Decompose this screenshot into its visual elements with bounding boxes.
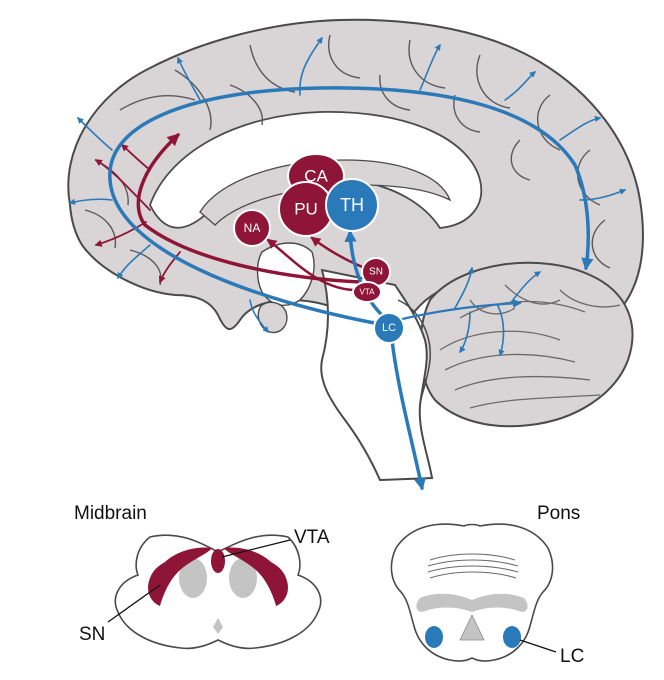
dopamine-pathways [94, 133, 367, 292]
ne-branch-e [559, 115, 602, 141]
midbrain-left-nucleus [179, 558, 207, 598]
lc-leader [519, 639, 557, 653]
dopamine-branch-4 [120, 144, 151, 171]
vta-node-label: VTA [360, 288, 376, 297]
lc-node: LC [373, 312, 405, 344]
sn-label: SN [79, 624, 105, 645]
ne-branch-h [68, 198, 113, 205]
lc-cortical-arc [108, 86, 594, 327]
cerebellum [419, 261, 634, 428]
pituitary [257, 301, 288, 334]
brainstem [320, 268, 434, 482]
nigrostriatal-pathway [310, 236, 367, 270]
ca-label: CA [304, 167, 328, 186]
ne-branch-f [579, 188, 627, 201]
ne-branch-i [117, 244, 151, 280]
th-label: TH [340, 195, 364, 215]
dopamine-branch-1 [94, 159, 151, 211]
vta-label: VTA [294, 527, 330, 548]
pu-node: PU [278, 181, 334, 237]
lc-to-spinal-cord [390, 338, 426, 491]
lc-node-label: LC [382, 322, 396, 334]
vta-node: VTA [352, 281, 382, 303]
na-label: NA [244, 221, 261, 235]
dopamine-branch-3 [158, 251, 181, 284]
midbrain-right-nucleus [229, 558, 257, 598]
mesocortical-pathway [136, 133, 362, 284]
na-node: NA [233, 209, 271, 247]
norepinephrine-pathways [68, 36, 627, 491]
lc-right [503, 626, 521, 648]
sn-right [224, 547, 288, 606]
ne-branch-d [504, 71, 536, 101]
ne-branch-j [249, 299, 269, 333]
lc-label: LC [560, 646, 584, 667]
ne-branch-l [459, 311, 471, 354]
ne-branch-b [177, 56, 201, 101]
midbrain-title: Midbrain [74, 503, 147, 524]
midbrain-aqueduct [213, 618, 223, 634]
pons-section: Pons LC [390, 503, 584, 667]
sn-left [148, 547, 212, 606]
ne-branch-a [299, 36, 323, 96]
vta-leader [221, 539, 291, 558]
pons-fibers [427, 553, 519, 579]
vta-shape [211, 549, 225, 573]
pons-tegmentum [416, 593, 528, 612]
midbrain-section: Midbrain VTA SN [74, 503, 330, 650]
sn-leader [107, 584, 161, 623]
fourth-ventricle [459, 614, 485, 641]
lc-to-cerebellum [396, 298, 522, 322]
pons-bulge [397, 299, 431, 406]
pu-label: PU [294, 200, 318, 219]
ne-branch-c [419, 43, 441, 91]
pons-outline [390, 523, 554, 662]
gyri-lines [84, 34, 611, 286]
lc-left [425, 626, 443, 648]
mesolimbic-pathway [266, 238, 362, 292]
sn-node-label: SN [369, 267, 383, 278]
ne-branch-k [454, 266, 475, 309]
ne-branch-n [509, 271, 542, 305]
ne-branch-m [497, 305, 505, 357]
nuclei: CA PU TH NA SN VTA LC [233, 153, 405, 344]
ne-branch-g [77, 117, 113, 151]
th-node: TH [325, 178, 379, 232]
pons-title: Pons [537, 503, 580, 524]
dopamine-branch-2 [94, 221, 147, 247]
